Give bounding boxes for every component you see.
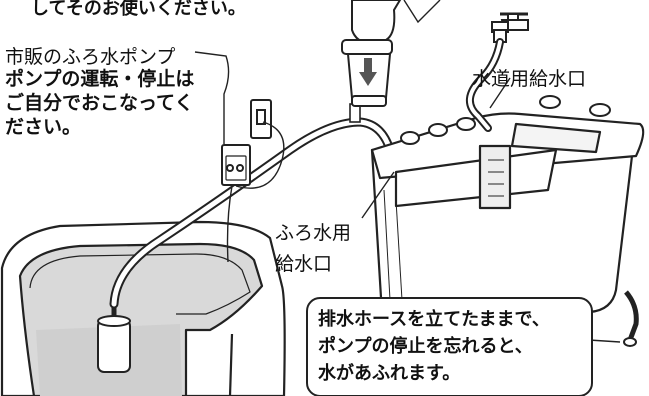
pump-note-line: ださい。 [5,116,82,138]
warning-line: 排水ホースを立てたままで、 [318,309,550,330]
down-arrow-icon [359,58,377,86]
warning-line: 水があふれます。 [318,363,461,384]
bath-inlet-line: 給水口 [275,253,333,275]
washing-machine [370,112,645,328]
pump-switch-box-icon [221,144,251,186]
top-instruction-fragment: してそのお使いください。 [31,0,246,19]
pump-label-title: 市販のふろ水ポンプ [5,46,176,68]
pump-note-line: ポンプの運転・停止は [5,68,195,90]
tap-inlet-label: 水道用給水口 [472,68,587,90]
faucet-icon [491,12,529,43]
pump-label-note: ポンプの運転・停止は ご自分でおこなってく ださい。 [5,67,194,139]
submersible-pump-icon [97,302,131,373]
machine-knobs [400,95,611,145]
warning-callout [306,297,593,396]
warning-text: 排水ホースを立てたままで、 ポンプの停止を忘れると、 水があふれます。 [318,306,550,387]
power-outlet-icon [250,99,272,139]
warning-line: ポンプの停止を忘れると、 [318,336,533,357]
hose-end-funnel [341,0,402,107]
bath-inlet-line: ふろ水用 [275,222,352,244]
pump-label-leader [194,51,230,144]
bath-inlet-label: ふろ水用 給水口 [275,218,351,280]
drain-hose [624,290,639,341]
pump-note-line: ご自分でおこなってく [5,92,194,114]
